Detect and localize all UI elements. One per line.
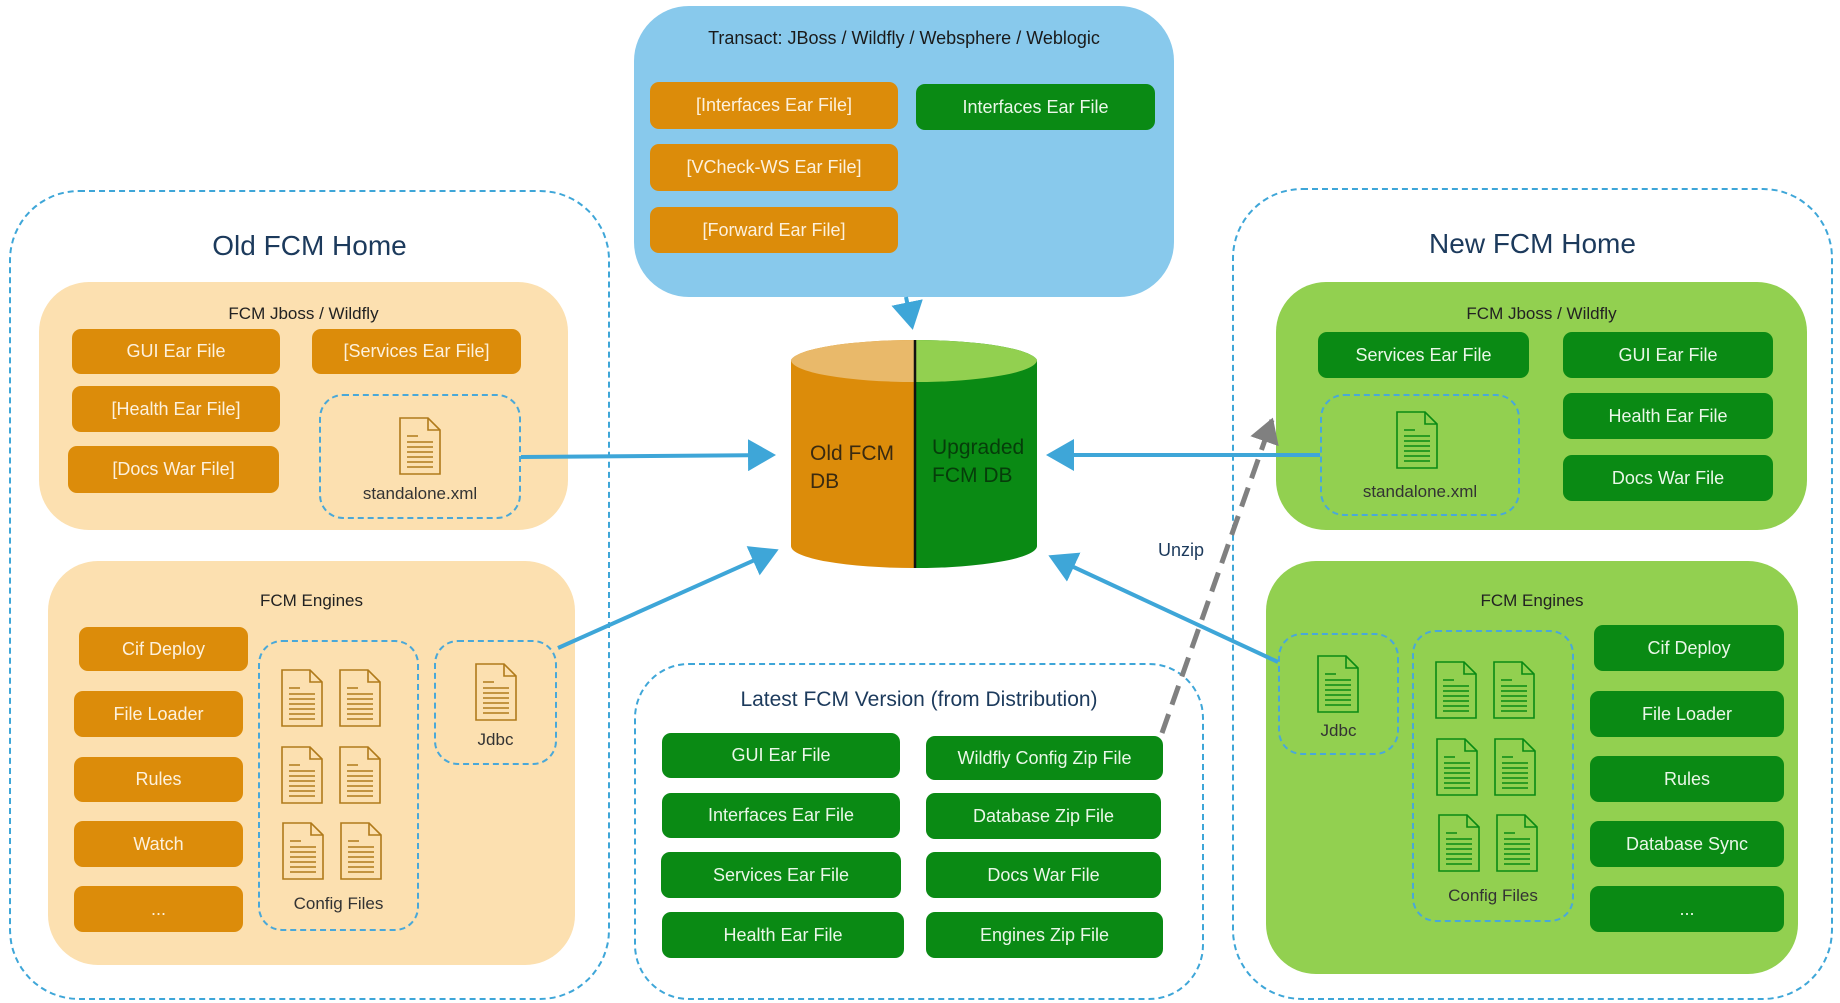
old-config-file-icon [339,746,381,804]
old-engine-cif-deploy[interactable]: Cif Deploy [79,627,248,671]
new-standalone-xml-group[interactable]: standalone.xml [1320,394,1520,516]
new-health-ear[interactable]: Health Ear File [1563,393,1773,439]
old-engines-title: FCM Engines [260,591,363,610]
arrow-transact-to-db [891,296,923,330]
old-config-file-icon [281,669,323,727]
new-config-file-icon [1436,738,1478,796]
new-config-file-icon [1493,661,1535,719]
new-config-file-icon [1494,738,1536,796]
old-engine-rules[interactable]: Rules [74,757,243,802]
new-fcm-home-title: New FCM Home [1429,228,1636,259]
new-db-label-line2: FCM DB [932,464,1013,487]
new-config-file-icon [1496,814,1538,872]
new-db-body [915,339,1037,568]
new-config-file-icon [1435,661,1477,719]
old-jboss-title: FCM Jboss / Wildfly [228,304,379,323]
old-health-ear[interactable]: [Health Ear File] [72,386,280,432]
transact-new-interfaces-ear[interactable]: Interfaces Ear File [916,84,1155,130]
new-engine-database-sync[interactable]: Database Sync [1590,821,1784,867]
new-config-files-group[interactable]: Config Files [1412,630,1574,922]
transact-old-interfaces-ear[interactable]: [Interfaces Ear File] [650,82,898,129]
new-db-top [915,339,1037,382]
old-config-files-group[interactable]: Config Files [258,640,419,931]
latest-fcm-version-title: Latest FCM Version (from Distribution) [740,688,1098,711]
new-standalone-file-icon [1396,411,1438,469]
latest-database-zip[interactable]: Database Zip File [926,793,1161,839]
old-standalone-xml-group[interactable]: standalone.xml [319,394,521,519]
fcm-database-cylinder[interactable] [789,338,1039,570]
new-jdbc-label: Jdbc [1320,721,1357,740]
transact-title: Transact: JBoss / Wildfly / Websphere / … [708,28,1100,48]
new-gui-ear[interactable]: GUI Ear File [1563,332,1773,378]
latest-services-ear[interactable]: Services Ear File [661,852,901,898]
new-standalone-xml-label: standalone.xml [1362,482,1478,501]
new-config-files-label: Config Files [1448,886,1538,905]
new-jdbc-file-icon [1317,655,1359,713]
old-db-top [791,339,915,382]
old-engine-file-loader[interactable]: File Loader [74,691,243,737]
new-engine-rules[interactable]: Rules [1590,756,1784,802]
latest-engines-zip[interactable]: Engines Zip File [926,912,1163,958]
old-docs-war[interactable]: [Docs War File] [68,446,279,493]
old-gui-ear[interactable]: GUI Ear File [72,329,280,374]
old-jdbc-group[interactable]: Jdbc [434,640,557,765]
new-engine-file-loader[interactable]: File Loader [1590,691,1784,737]
unzip-label: Unzip [1158,540,1205,560]
old-standalone-xml-label: standalone.xml [362,484,478,503]
old-engine-watch[interactable]: Watch [74,821,243,867]
old-jdbc-file-icon [475,663,517,721]
latest-interfaces-ear[interactable]: Interfaces Ear File [662,793,900,838]
old-config-file-icon [282,822,324,880]
old-standalone-file-icon [399,417,441,475]
old-config-file-icon [340,822,382,880]
new-db-label: Upgraded FCM DB [932,434,1024,490]
old-fcm-home-title: Old FCM Home [212,230,407,261]
new-jboss-title: FCM Jboss / Wildfly [1466,304,1617,323]
old-db-label-line2: DB [810,470,840,493]
old-db-label: Old FCM DB [810,440,894,496]
latest-docs-war[interactable]: Docs War File [926,852,1161,898]
old-services-ear[interactable]: [Services Ear File] [312,329,521,374]
new-jdbc-group[interactable]: Jdbc [1278,633,1399,755]
new-engines-title: FCM Engines [1480,591,1584,610]
latest-wildfly-config-zip[interactable]: Wildfly Config Zip File [926,736,1163,780]
old-db-body [791,339,915,569]
old-engine-more[interactable]: ... [74,886,243,932]
new-config-file-icon [1438,814,1480,872]
latest-health-ear[interactable]: Health Ear File [662,912,904,958]
new-services-ear[interactable]: Services Ear File [1318,332,1529,378]
transact-old-forward-ear[interactable]: [Forward Ear File] [650,207,898,253]
old-config-files-label: Config Files [293,894,384,913]
latest-gui-ear[interactable]: GUI Ear File [662,733,900,778]
new-db-label-line1: Upgraded [932,436,1025,459]
transact-old-vcheck-ws-ear[interactable]: [VCheck-WS Ear File] [650,144,898,191]
new-docs-war[interactable]: Docs War File [1563,455,1773,501]
new-engine-more[interactable]: ... [1590,886,1784,932]
old-jdbc-label: Jdbc [477,730,514,749]
latest-fcm-version-container [634,663,1204,1000]
old-config-file-icon [281,746,323,804]
old-config-file-icon [339,669,381,727]
old-db-label-line1: Old FCM [810,442,894,465]
new-engine-cif-deploy[interactable]: Cif Deploy [1594,625,1784,671]
